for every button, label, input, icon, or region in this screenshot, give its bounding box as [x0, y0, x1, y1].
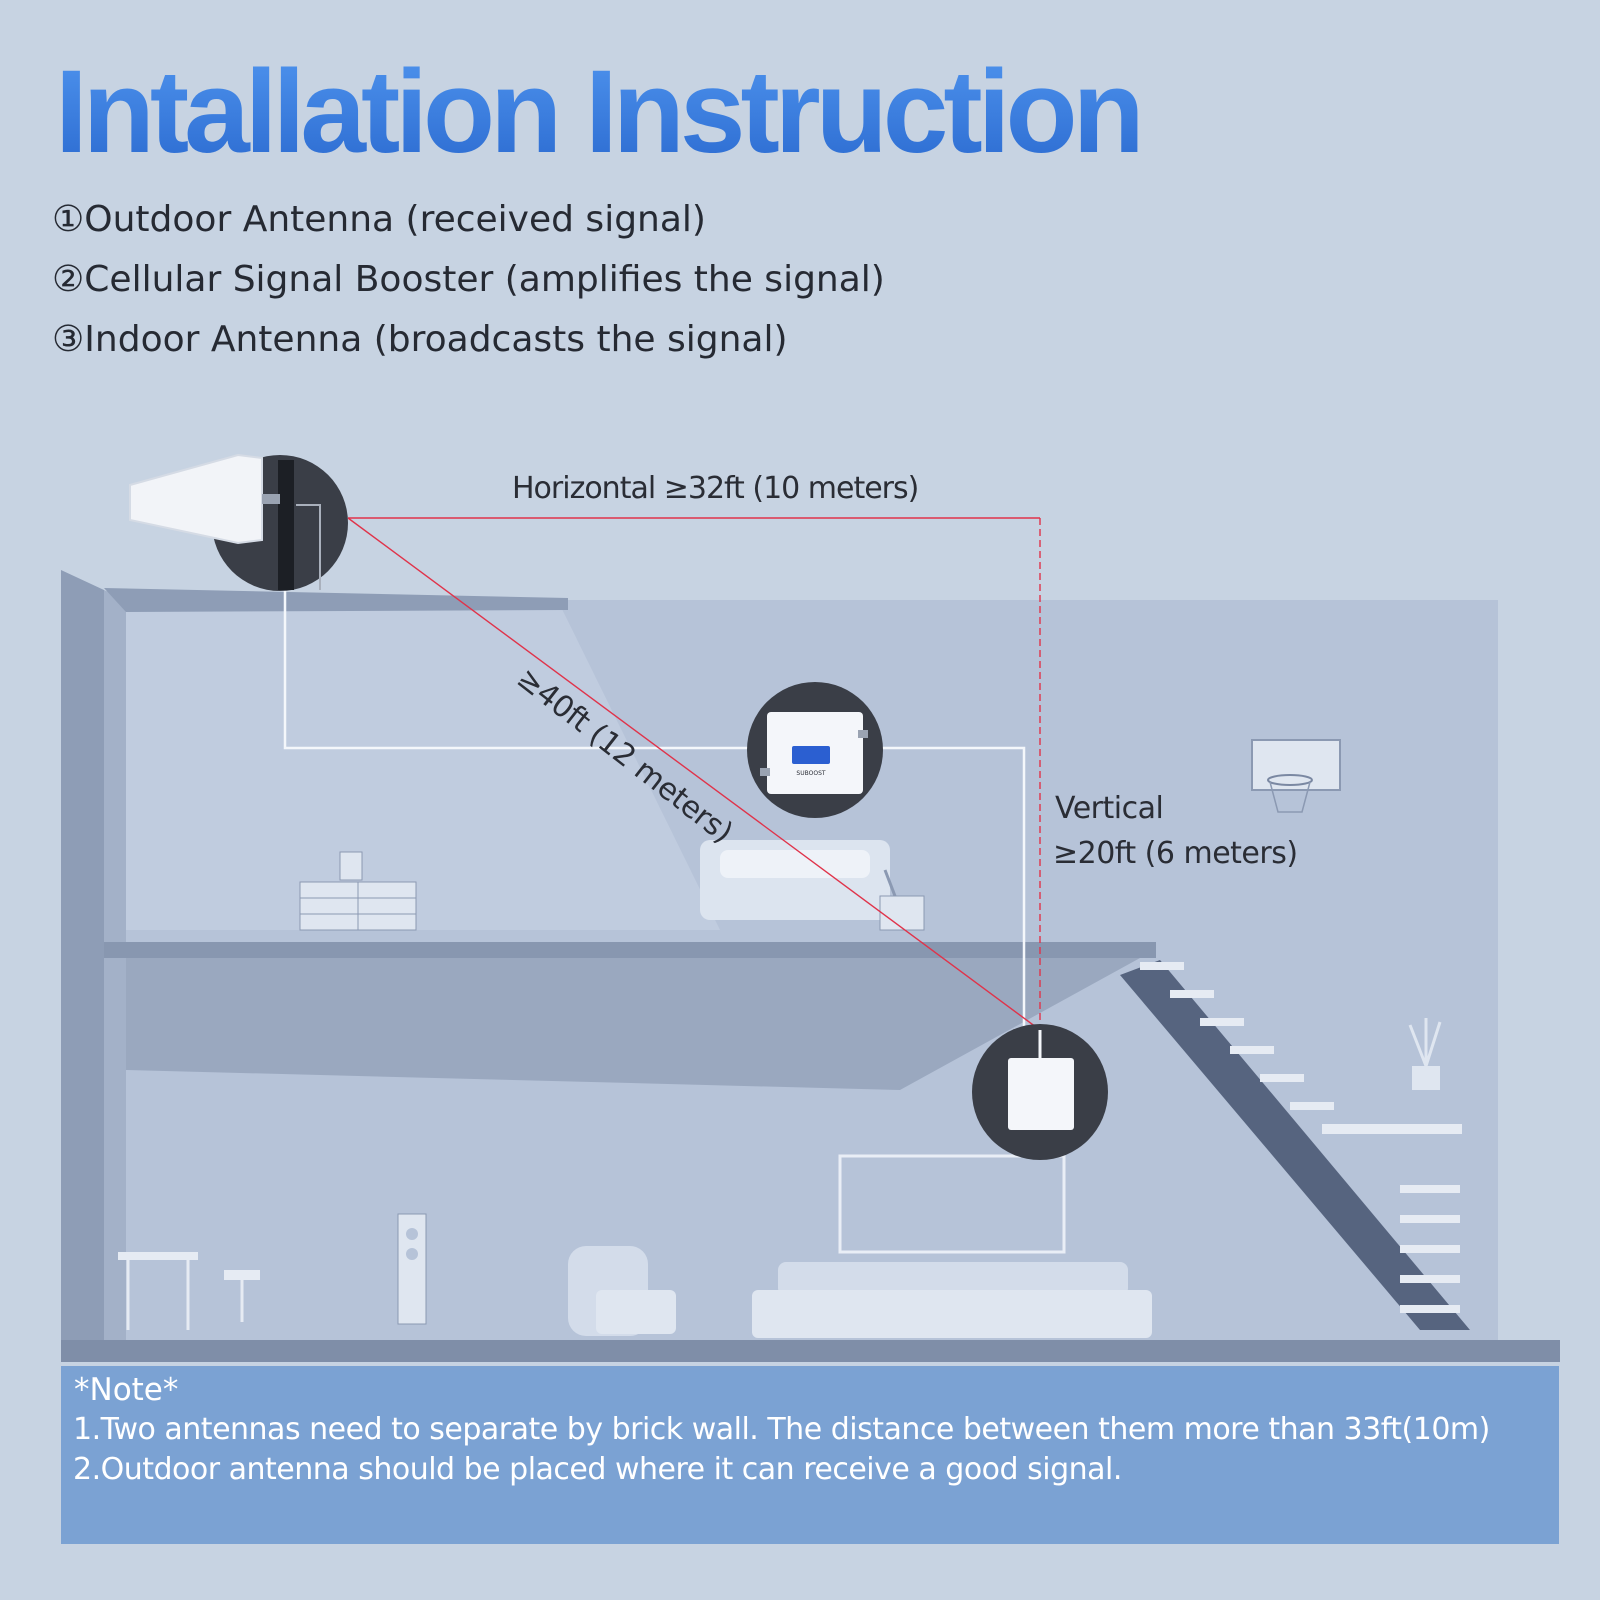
vertical-distance-label: ≥20ft (6 meters) [1053, 836, 1298, 871]
antenna-cable-stub [296, 504, 321, 590]
vertical-label: Vertical [1055, 791, 1163, 826]
note-panel: *Note* 1.Two antennas need to separate b… [61, 1366, 1559, 1544]
basketball-hoop [1251, 739, 1341, 813]
step-text: Outdoor Antenna (received signal) [84, 199, 706, 240]
outdoor-antenna-badge [129, 453, 348, 591]
indoor-antenna-icon [1008, 1058, 1074, 1130]
step-text: Cellular Signal Booster (amplifies the s… [84, 259, 885, 300]
sofa [752, 1262, 1152, 1338]
roof-slab [104, 588, 568, 612]
staircase-shadow [1120, 960, 1470, 1330]
outdoor-antenna-icon [129, 453, 263, 545]
step-item-outdoor-antenna: ①Outdoor Antenna (received signal) [52, 190, 885, 250]
note-line-2: 2.Outdoor antenna should be placed where… [73, 1452, 1122, 1487]
step-number: ③ [52, 319, 85, 360]
cable-outdoor-to-booster [283, 590, 757, 750]
measurement-lines [347, 517, 1041, 1031]
horizontal-distance-label: Horizontal ≥32ft (10 meters) [512, 471, 918, 506]
dresser [299, 851, 417, 931]
bed [700, 840, 890, 920]
ground-floor-slab [61, 1340, 1560, 1362]
diagonal-measure-line [347, 517, 1041, 1031]
floor-shadow [126, 958, 1140, 1090]
potted-plant [1408, 1018, 1442, 1090]
outer-left-wall [61, 570, 104, 1348]
note-line-1: 1.Two antennas need to separate by brick… [73, 1412, 1490, 1447]
step-number: ② [52, 259, 85, 300]
upper-floor-slab [104, 942, 1156, 958]
note-title: *Note* [74, 1372, 179, 1408]
step-list: ①Outdoor Antenna (received signal) ②Cell… [52, 190, 885, 370]
step-text: Indoor Antenna (broadcasts the signal) [84, 319, 788, 360]
tv-frame [838, 1154, 1066, 1254]
step-number: ① [52, 199, 85, 240]
mounting-pole [278, 460, 294, 590]
step-item-signal-booster: ②Cellular Signal Booster (amplifies the … [52, 250, 885, 310]
staircase-steps [1140, 962, 1462, 1313]
booster-display [792, 746, 830, 764]
desk-and-chair [118, 1252, 260, 1330]
house-structure [61, 570, 1560, 1362]
indoor-antenna-badge [972, 1024, 1108, 1160]
floor-speaker [397, 1213, 427, 1325]
booster-port [760, 768, 770, 776]
booster-port [858, 730, 868, 738]
page-title: Intallation Instruction [55, 46, 1145, 178]
step-item-indoor-antenna: ③Indoor Antenna (broadcasts the signal) [52, 310, 885, 370]
nightstand-lamp [879, 869, 925, 931]
booster-brand: SUBOOST [796, 770, 825, 777]
antenna-bracket [262, 494, 280, 504]
armchair [568, 1246, 676, 1336]
inner-left-wall [104, 590, 126, 1340]
booster-badge: SUBOOST [747, 682, 883, 818]
